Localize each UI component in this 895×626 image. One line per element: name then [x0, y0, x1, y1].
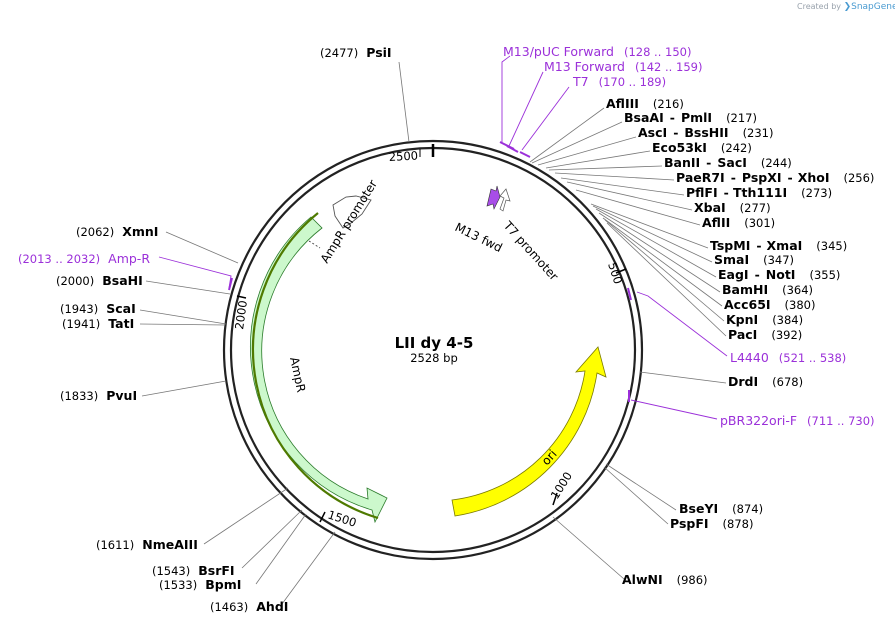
- plasmid-length: 2528 bp: [410, 351, 458, 365]
- backbone-outer: [222, 139, 644, 561]
- primer-mark-ampr: [228, 277, 233, 291]
- enzyme-label-pvui: (1833)PvuI: [60, 388, 137, 403]
- m13-fwd-feature[interactable]: [486, 185, 501, 210]
- enzyme-leaders: [139, 61, 727, 605]
- t7-promoter-label: T7 promoter: [500, 218, 561, 283]
- primer-label-m13-puc-forward: M13/pUC Forward(128 .. 150): [503, 44, 691, 59]
- enzyme-label-xmni: (2062)XmnI: [76, 224, 158, 239]
- enzyme-label-paer7i-pspxi-xhoi: PaeR7I-PspXI-XhoI(256): [676, 170, 874, 185]
- tick-label-2000: 2000: [232, 299, 250, 330]
- enzyme-label-scai: (1943)ScaI: [60, 301, 136, 316]
- enzyme-label-paci: PacI(392): [728, 327, 802, 342]
- ampr-dash: [308, 240, 321, 249]
- enzyme-label-smai: SmaI(347): [714, 252, 794, 267]
- ori-feature[interactable]: [451, 346, 607, 517]
- snapgene-credit: Created by ❯SnapGene: [797, 2, 895, 12]
- ampr-label: AmpR: [287, 356, 308, 394]
- enzyme-label-bsrfi: (1543)BsrFI: [152, 563, 235, 578]
- tick-marks: [236, 149, 627, 523]
- primer-mark-m13: [506, 145, 519, 153]
- primer-mark-l4440: [627, 287, 632, 301]
- tick-label-2500: 2500: [388, 148, 418, 164]
- enzyme-label-bpmi: (1533)BpmI: [159, 577, 241, 592]
- tick-mark: [236, 295, 247, 299]
- plasmid-name: LII dy 4-5: [395, 334, 474, 352]
- enzyme-label-bsahi: (2000)BsaHI: [56, 273, 143, 288]
- enzyme-label-tspmi-xmai: TspMI-XmaI(345): [710, 238, 847, 253]
- ampr-highlight: [251, 212, 379, 520]
- enzyme-label-pflfi-tth111i: PflFI-Tth111I(273): [686, 185, 832, 200]
- enzyme-label-eagi-noti: EagI-NotI(355): [718, 267, 840, 282]
- credit-brand: SnapGene: [851, 2, 895, 12]
- credit-prefix: Created by: [797, 2, 842, 11]
- primer-label-t7: T7(170 .. 189): [572, 74, 666, 89]
- primer-mark-t7: [519, 151, 531, 158]
- ampr-promoter-label: AmpR promoter: [318, 177, 380, 265]
- primer-label-l4440: L4440(521 .. 538): [730, 350, 846, 365]
- enzyme-label-xbai: XbaI(277): [694, 200, 771, 215]
- enzyme-label-eco53ki: Eco53kI(242): [652, 140, 752, 155]
- tick-label-1500: 1500: [326, 508, 358, 530]
- enzyme-label-aflii: AflII(301): [702, 215, 775, 230]
- enzyme-label-acc65i: Acc65I(380): [724, 297, 815, 312]
- enzyme-label-bamhi: BamHI(364): [722, 282, 813, 297]
- enzyme-label-asci-bsshii: AscI-BssHII(231): [638, 125, 774, 140]
- primer-label-m13-forward: M13 Forward(142 .. 159): [544, 59, 702, 74]
- primer-label-amp-r: (2013 .. 2032)Amp-R: [18, 251, 150, 266]
- tick-label-500: 500: [605, 261, 625, 286]
- tick-mark: [319, 511, 326, 523]
- primer-label-pbr322ori-f: pBR322ori-F(711 .. 730): [720, 413, 875, 428]
- enzyme-label-pspfi: PspFI(878): [670, 516, 753, 531]
- tick-mark: [552, 492, 558, 506]
- enzyme-label-banii-saci: BanII-SacI(244): [664, 155, 792, 170]
- enzyme-label-ahdi: (1463)AhdI: [210, 599, 288, 614]
- primer-marks: [228, 141, 632, 402]
- enzyme-label-nmeaiii: (1611)NmeAIII: [96, 537, 198, 552]
- tick-mark: [615, 268, 627, 274]
- enzyme-label-tati: (1941)TatI: [62, 316, 134, 331]
- enzyme-label-alwni: AlwNI(986): [622, 572, 708, 587]
- ampr-promoter-arrow[interactable]: [332, 195, 372, 229]
- m13-fwd-label: M13 fwd: [453, 220, 505, 255]
- enzyme-label-psii: (2477)PsiI: [320, 45, 392, 60]
- enzyme-label-drdi: DrdI(678): [728, 374, 803, 389]
- snapgene-logo: ❯: [843, 2, 852, 12]
- enzyme-label-afliii: AflIII(216): [606, 96, 684, 111]
- t7-promoter-feature[interactable]: [499, 188, 511, 212]
- ampr-feature[interactable]: [250, 216, 388, 524]
- enzyme-label-bsaai-pmli: BsaAI-PmlI(217): [624, 110, 757, 125]
- enzyme-label-bseyi: BseYI(874): [679, 501, 763, 516]
- enzyme-label-kpni: KpnI(384): [726, 312, 803, 327]
